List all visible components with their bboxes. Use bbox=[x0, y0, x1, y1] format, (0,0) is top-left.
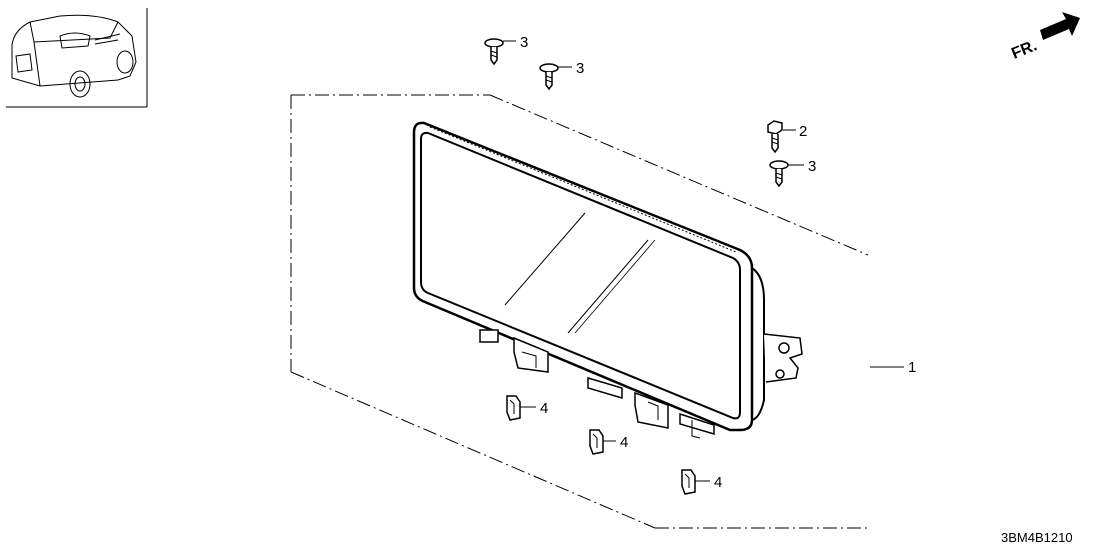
assembly-boundary bbox=[290, 94, 870, 529]
front-arrow-icon: FR. bbox=[1009, 12, 1080, 63]
vehicle-location-icon bbox=[6, 8, 148, 108]
front-direction-label: FR. bbox=[1009, 37, 1039, 62]
callout-clip-4c: 4 bbox=[714, 474, 722, 491]
screw-icon bbox=[484, 38, 789, 188]
callout-clip-4b: 4 bbox=[620, 434, 628, 451]
callout-screw-3c: 3 bbox=[808, 158, 816, 175]
callout-bolt-2: 2 bbox=[799, 123, 807, 140]
callout-screw-3b: 3 bbox=[576, 60, 584, 77]
bolt-icon bbox=[767, 120, 783, 154]
callout-part-1: 1 bbox=[908, 359, 916, 376]
callout-screw-3a: 3 bbox=[520, 34, 528, 51]
callout-leaders bbox=[503, 40, 904, 482]
display-unit-drawing bbox=[412, 121, 803, 439]
callout-clip-4a: 4 bbox=[540, 400, 548, 417]
diagram-code: 3BM4B1210 bbox=[1001, 530, 1073, 545]
clip-icon bbox=[506, 395, 696, 495]
